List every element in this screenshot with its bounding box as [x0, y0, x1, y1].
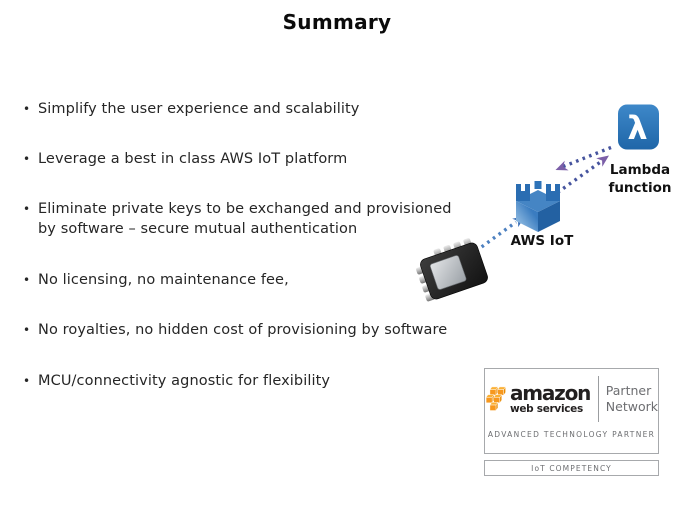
bullet-icon: •	[23, 273, 31, 287]
aws-iot-icon	[516, 181, 560, 232]
secure-element-chip-icon	[416, 238, 488, 302]
partner-tier-label: ADVANCED TECHNOLOGY PARTNER	[487, 430, 656, 439]
lambda-to-awsiot-arrow	[555, 145, 612, 171]
bullet-text: MCU/connectivity agnostic for flexibilit…	[38, 373, 331, 389]
list-item: • No licensing, no maintenance fee,	[22, 271, 460, 291]
bullet-text: No licensing, no maintenance fee,	[38, 272, 289, 288]
apn-badge: amazon web services Partner Network ADVA…	[484, 368, 659, 476]
bullet-text: Simplify the user experience and scalabi…	[38, 101, 360, 117]
partner-word: Partner	[605, 382, 652, 398]
aws-iot-label: AWS IoT	[511, 233, 574, 249]
bullet-text: Eliminate private keys to be exchanged a…	[38, 201, 452, 237]
bullet-icon: •	[23, 202, 31, 216]
aws-iot-diagram: AWS IoT λ Lambda function	[416, 104, 672, 302]
list-item: • No royalties, no hidden cost of provis…	[22, 321, 460, 341]
lambda-label-line2: function	[608, 180, 671, 196]
list-item: • MCU/connectivity agnostic for flexibil…	[22, 372, 460, 392]
aws-logo-row: amazon web services Partner Network	[485, 376, 658, 422]
list-item: • Leverage a best in class AWS IoT platf…	[22, 150, 460, 170]
bullet-icon: •	[23, 323, 31, 337]
bullet-icon: •	[23, 152, 31, 166]
list-item: • Eliminate private keys to be exchanged…	[22, 200, 460, 239]
bullet-text: Leverage a best in class AWS IoT platfor…	[38, 151, 348, 167]
lambda-label-line1: Lambda	[610, 162, 670, 178]
amazon-word: amazon	[509, 380, 591, 405]
awsiot-to-lambda-arrow	[556, 155, 609, 194]
network-word: Network	[605, 399, 658, 414]
apn-badge-main-box: amazon web services Partner Network ADVA…	[484, 368, 659, 454]
partner-network-label: Partner Network	[606, 383, 658, 416]
iot-competency-badge: IoT COMPETENCY	[484, 460, 659, 476]
bullet-text: No royalties, no hidden cost of provisio…	[38, 322, 448, 338]
bullet-icon: •	[23, 102, 31, 116]
list-item: • Simplify the user experience and scala…	[22, 100, 460, 120]
amazon-boxes-icon	[485, 386, 506, 411]
page-title: Summary	[282, 10, 392, 34]
logo-divider	[598, 376, 599, 422]
bullet-icon: •	[23, 374, 31, 388]
lambda-icon: λ	[618, 104, 659, 150]
webservices-word: web services	[509, 402, 583, 415]
amazon-wordmark: amazon web services	[509, 380, 591, 415]
lambda-glyph: λ	[627, 109, 647, 147]
